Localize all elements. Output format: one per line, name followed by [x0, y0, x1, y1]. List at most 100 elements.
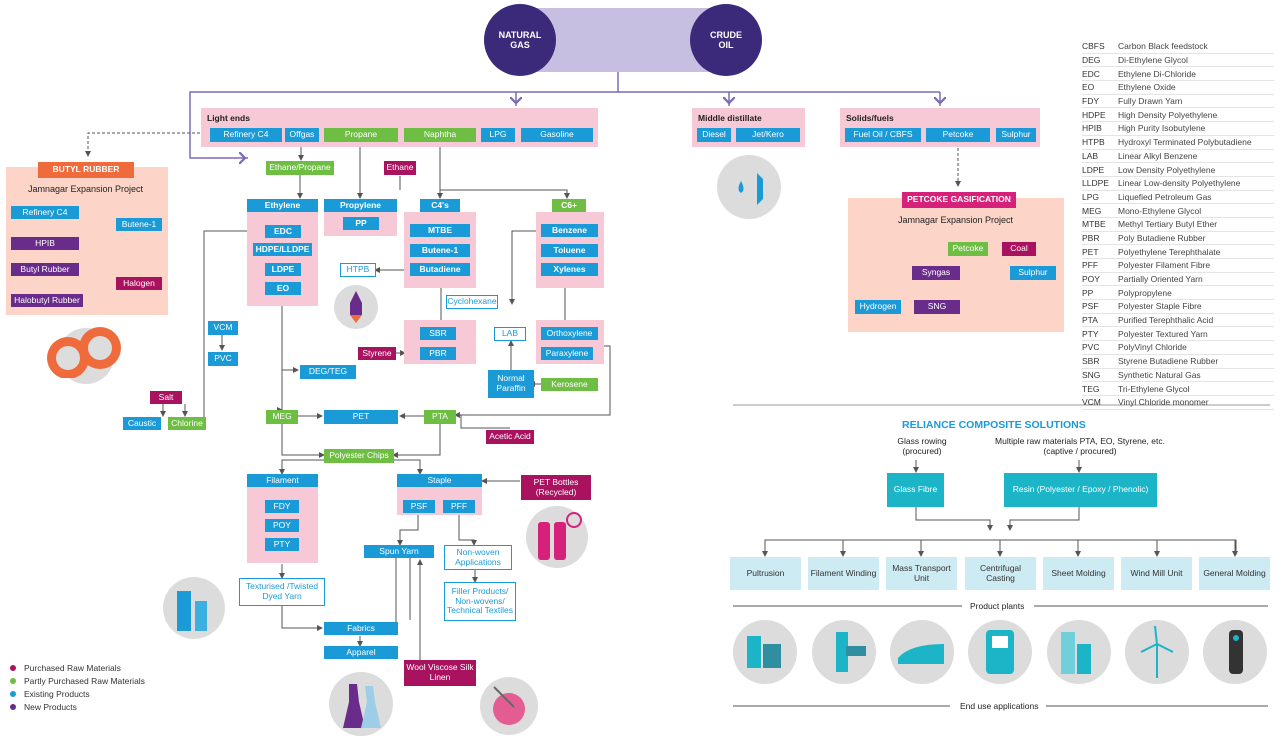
butyl-subtitle: Jamnagar Expansion Project [28, 184, 144, 194]
raw-materials-label: Multiple raw materials PTA, EO, Styrene,… [995, 436, 1165, 456]
gasoline-box: Gasoline [521, 128, 593, 142]
propylene-box: Propylene [324, 199, 397, 212]
glossary-abbr: PET [1082, 246, 1099, 257]
ethylene-box: Ethylene [247, 199, 318, 212]
legend-item: Purchased Raw Materials [10, 662, 145, 675]
glossary-abbr: MEG [1082, 205, 1102, 216]
legend-item: Existing Products [10, 688, 145, 701]
styrene-box: Styrene [358, 347, 396, 360]
halogen-box: Halogen [116, 277, 162, 290]
filler-products-box: Filler Products/ Non-wovens/ Technical T… [444, 582, 516, 621]
xylenes-box: Xylenes [541, 263, 598, 276]
glossary-definition: Polyester Textured Yarn [1118, 328, 1208, 339]
glossary-abbr: HTPB [1082, 137, 1105, 148]
plant-filament-winding: Filament Winding [808, 557, 879, 590]
ethane-propane-box: Ethane/Propane [266, 161, 334, 175]
butyl-rubber-box: Butyl Rubber [11, 263, 79, 276]
pet-box: PET [324, 410, 398, 424]
legend-dot [10, 678, 16, 685]
legend-label: New Products [24, 701, 77, 712]
legend-label: Partly Purchased Raw Materials [24, 676, 145, 687]
plant-wind-mill: Wind Mill Unit [1121, 557, 1192, 590]
chlorine-box: Chlorine [168, 417, 206, 430]
vcm-box: VCM [208, 321, 238, 335]
glossary-row: HTPB Hydroxyl Terminated Polybutadiene [1082, 136, 1274, 150]
hpib-box: HPIB [11, 237, 79, 250]
glossary-row: EDC Ethylene Di-Chloride [1082, 67, 1274, 82]
natural-gas-label: NATURAL GAS [498, 29, 542, 50]
benzene-box: Benzene [541, 224, 598, 237]
glossary-definition: Partially Oriented Yarn [1118, 274, 1203, 285]
crude-oil-label: CRUDE OIL [709, 29, 742, 50]
fdy-box: FDY [265, 500, 299, 513]
glossary-row: CBFS Carbon Black feedstock [1082, 40, 1274, 54]
glass-rowing-label: Glass rowing (procured) [897, 436, 947, 456]
glossary-definition: High Density Polyethylene [1118, 109, 1218, 120]
pp-box: PP [343, 217, 379, 230]
ldpe-box: LDPE [265, 263, 301, 276]
glossary-definition: Linear Alkyl Benzene [1118, 150, 1198, 161]
tyre-icon [47, 327, 121, 384]
glossary-abbr: DEG [1082, 55, 1101, 66]
glossary-definition: Ethylene Di-Chloride [1118, 68, 1196, 79]
glossary-abbr: PVC [1082, 342, 1100, 353]
glossary-definition: Carbon Black feedstock [1118, 41, 1208, 52]
halobutyl-rubber-box: Halobutyl Rubber [11, 294, 83, 307]
petcoke-gasification-title: PETCOKE GASIFICATION [902, 192, 1016, 208]
product-plants-label: Product plants [970, 601, 1025, 611]
glossary-definition: Purified Terephthalic Acid [1118, 315, 1214, 326]
glossary-abbr: HDPE [1082, 109, 1106, 120]
glossary-abbr: VCM [1082, 397, 1101, 408]
glossary-definition: Hydroxyl Terminated Polybutadiene [1118, 137, 1252, 148]
glossary-definition: Poly Butadiene Rubber [1118, 232, 1206, 243]
fuel-pump-icon [717, 155, 781, 219]
lpg-box: LPG [481, 128, 515, 142]
glossary-definition: Methyl Tertiary Butyl Ether [1118, 219, 1218, 230]
glossary-definition: Tri-Ethylene Glycol [1118, 383, 1190, 394]
legend-item: New Products [10, 700, 145, 713]
glossary-abbr: FDY [1082, 96, 1099, 107]
glossary-abbr: EDC [1082, 68, 1100, 79]
solids-title: Solids/fuels [846, 113, 894, 123]
glossary-definition: Polyethylene Terephthalate [1118, 246, 1221, 257]
kerosene-box: Kerosene [541, 378, 598, 391]
middle-distillate-title: Middle distillate [698, 113, 762, 123]
butadiene-box: Butadiene [410, 263, 470, 276]
toluene-box: Toluene [541, 244, 598, 257]
glossary-abbr: PSF [1082, 301, 1099, 312]
glossary-abbr: SBR [1082, 356, 1100, 367]
sng-box: SNG [914, 300, 960, 314]
legend-dot [10, 665, 16, 672]
pet-bottles-box: PET Bottles (Recycled) [521, 475, 591, 500]
legend: Purchased Raw Materials Partly Purchased… [10, 662, 145, 713]
sulphur-box: Sulphur [996, 128, 1036, 142]
train-icon [890, 620, 954, 684]
glossary-definition: Synthetic Natural Gas [1118, 369, 1201, 380]
htpb-box: HTPB [340, 263, 376, 277]
glass-fibre-box: Glass Fibre [887, 473, 944, 507]
eo-box: EO [265, 282, 301, 295]
bottles-icon [526, 506, 588, 568]
door-lock-icon [968, 620, 1032, 684]
diesel-box: Diesel [697, 128, 731, 142]
hydrogen-box: Hydrogen [855, 300, 901, 314]
jet-kero-box: Jet/Kero [736, 128, 800, 142]
glossary-abbr: TEG [1082, 383, 1100, 394]
petcoke-subtitle: Jamnagar Expansion Project [898, 215, 1014, 225]
crude-oil-node: CRUDE OIL [690, 4, 762, 76]
glossary-definition: Low Density Polyethylene [1118, 164, 1216, 175]
orthoxylene-box: Orthoxylene [541, 327, 598, 340]
glossary-abbr: CBFS [1082, 41, 1105, 52]
mtbe-box: MTBE [410, 224, 470, 237]
butyl-rubber-title: BUTYL RUBBER [38, 162, 134, 178]
glossary-abbr: LDPE [1082, 164, 1105, 175]
